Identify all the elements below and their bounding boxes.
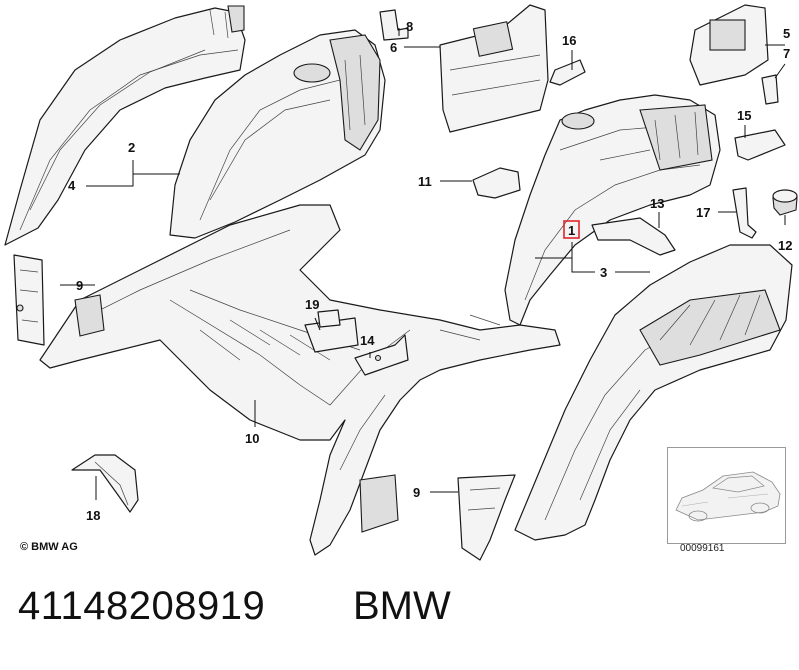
part-6-side-panel: [439, 4, 549, 133]
part-9-right-support: [457, 474, 516, 561]
callout-14: 14: [360, 333, 375, 348]
part-11-bracket: [472, 167, 521, 199]
part-7-clip: [761, 74, 779, 105]
callout-1: 1: [568, 223, 575, 238]
part-14-bracket: [354, 334, 409, 376]
vehicle-thumbnail: [667, 447, 786, 544]
callout-5: 5: [783, 26, 790, 41]
callout-labels: 2 4 9 10 18 19 14 9 11 8 6 16 5 7 15 13 …: [68, 19, 792, 523]
callout-11: 11: [418, 174, 432, 189]
copyright-label: © BMW AG: [20, 541, 78, 553]
leader-lines: [60, 28, 786, 500]
callout-2: 2: [128, 140, 135, 155]
callout-16: 16: [562, 33, 576, 48]
callout-4: 4: [68, 178, 76, 193]
callout-10: 10: [245, 431, 259, 446]
part-8-clip: [379, 9, 409, 41]
callout-7: 7: [783, 46, 790, 61]
part-16-clip: [549, 59, 586, 86]
thumbnail-id: 00099161: [680, 543, 725, 554]
part-3-wheelhouse-outer: [514, 244, 793, 541]
callout-1-highlight-box: [563, 220, 580, 239]
part-4-rear-wheelhouse-rail: [4, 5, 246, 246]
part-15-bracket: [734, 129, 786, 161]
callout-19: 19: [305, 297, 319, 312]
part-17-bracket: [732, 187, 757, 239]
part-13-bracket: [591, 217, 676, 256]
callout-17: 17: [696, 205, 710, 220]
callout-8: 8: [406, 19, 413, 34]
callout-3: 3: [600, 265, 607, 280]
part-1-wheelhouse-inner: [504, 94, 721, 326]
callout-18: 18: [86, 508, 100, 523]
brand-name: BMW: [353, 584, 451, 628]
part-18-bracket: [71, 454, 139, 513]
callout-12: 12: [778, 238, 792, 253]
part-12-grommet: [772, 189, 798, 216]
part-9-left-support: [13, 254, 45, 346]
callout-13: 13: [650, 196, 664, 211]
callout-6: 6: [390, 40, 397, 55]
part-10-floor-frame: [39, 204, 561, 556]
part-5-trim-panel: [689, 4, 769, 86]
part-number: 41148208919: [18, 584, 266, 628]
callout-9-right: 9: [413, 485, 420, 500]
callout-9-left: 9: [76, 278, 83, 293]
callout-15: 15: [737, 108, 751, 123]
part-2-rear-floor-panel: [169, 29, 386, 239]
